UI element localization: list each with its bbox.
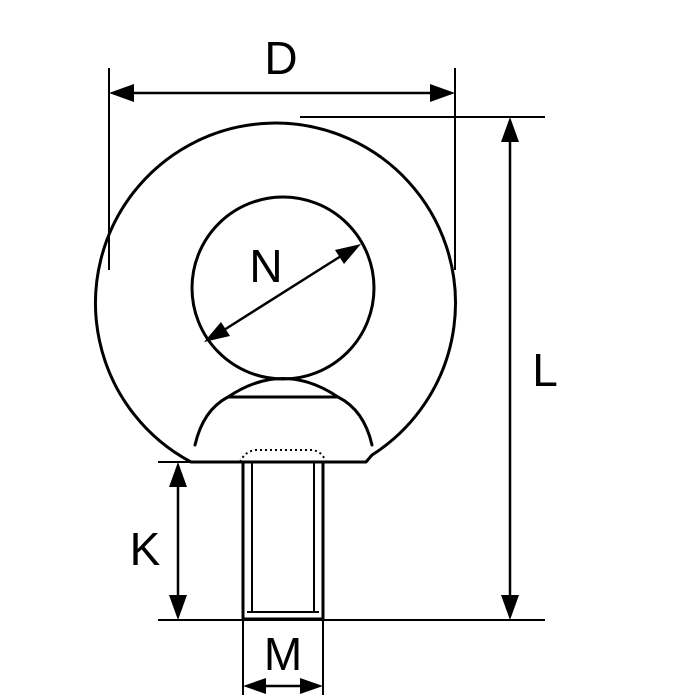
dimension-l: L — [501, 117, 558, 620]
threaded-shank — [241, 460, 325, 621]
eye-outer-contour — [94, 121, 457, 464]
label-k: K — [130, 523, 161, 575]
dimension-d: D — [109, 32, 455, 102]
collar-upper-arc — [226, 377, 340, 399]
label-m: M — [264, 628, 302, 680]
label-d: D — [264, 32, 297, 84]
eye-inner-hole — [190, 195, 376, 381]
label-l: L — [532, 344, 558, 396]
dimension-k: K — [130, 462, 187, 620]
thread-start-dotted — [239, 449, 327, 463]
label-n: N — [249, 240, 282, 292]
collar-lower-arc — [193, 395, 374, 447]
dimension-n: N — [204, 240, 361, 342]
dimension-m: M — [243, 628, 323, 694]
